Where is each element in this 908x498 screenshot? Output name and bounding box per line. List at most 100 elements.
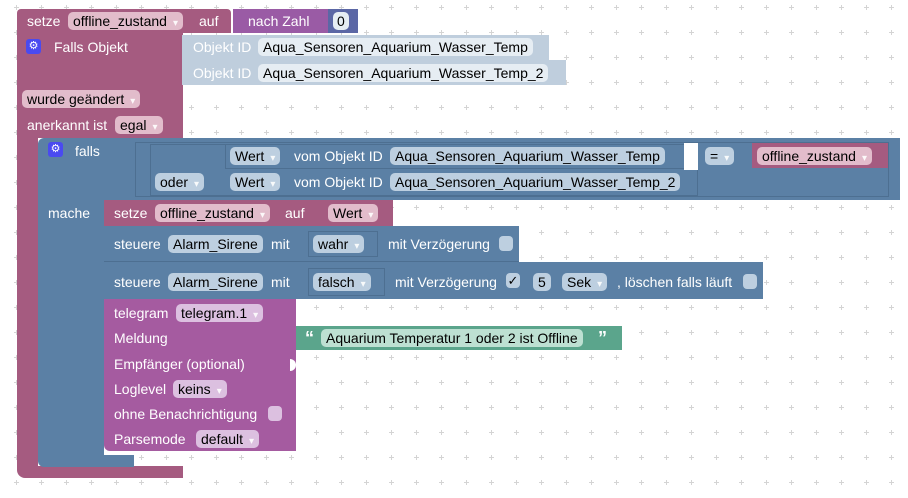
grid-dot: [589, 55, 594, 60]
grid-dot: [564, 80, 569, 85]
clear-checkbox[interactable]: [743, 274, 757, 289]
grid-dot: [314, 430, 319, 435]
grid-dot: [689, 355, 694, 360]
compare-op-dropdown[interactable]: =: [705, 147, 735, 165]
grid-dot: [539, 380, 544, 385]
bool-block-2[interactable]: [308, 268, 385, 296]
grid-dot: [689, 30, 694, 35]
number-field[interactable]: 0: [333, 12, 349, 30]
grid-dot: [564, 305, 569, 310]
grid-dot: [739, 5, 744, 10]
grid-dot: [864, 30, 869, 35]
grid-dot: [839, 30, 844, 35]
ack-label: anerkannt ist: [27, 117, 108, 133]
grid-dot: [339, 105, 344, 110]
convert-to-number-block[interactable]: [233, 9, 329, 33]
wert-dropdown-2[interactable]: Wert: [230, 173, 281, 191]
grid-dot: [764, 355, 769, 360]
grid-dot: [839, 80, 844, 85]
gear-icon[interactable]: ⚙: [48, 142, 63, 157]
or-block[interactable]: [150, 144, 698, 196]
grid-dot: [14, 80, 19, 85]
grid-dot: [589, 430, 594, 435]
inner-variable-dropdown[interactable]: offline_zustand: [155, 204, 270, 222]
grid-dot: [614, 130, 619, 135]
grid-dot: [414, 380, 419, 385]
gear-icon[interactable]: ⚙: [26, 39, 41, 54]
grid-dot: [664, 355, 669, 360]
mit-label-1: mit: [271, 236, 290, 252]
trigger-block-bottom: [17, 466, 183, 478]
grid-dot: [14, 105, 19, 110]
bool-dropdown-2[interactable]: falsch: [313, 273, 371, 291]
grid-dot: [689, 230, 694, 235]
recipient-input-socket[interactable]: [290, 359, 296, 371]
grid-dot: [789, 380, 794, 385]
grid-dot: [14, 455, 19, 460]
grid-dot: [864, 405, 869, 410]
grid-dot: [889, 80, 894, 85]
logic-op-dropdown[interactable]: oder: [155, 173, 205, 191]
grid-dot: [789, 480, 794, 485]
device-field-2[interactable]: Alarm_Sirene: [168, 273, 263, 291]
grid-dot: [389, 405, 394, 410]
object-id-field-2[interactable]: Aqua_Sensoren_Aquarium_Wasser_Temp_2: [258, 64, 549, 82]
trigger-condition-dropdown[interactable]: wurde geändert: [22, 90, 141, 108]
parsemode-dropdown[interactable]: default: [196, 430, 260, 448]
loglevel-dropdown[interactable]: keins: [173, 380, 227, 398]
message-field[interactable]: Aquarium Temperatur 1 oder 2 ist Offline: [321, 329, 583, 347]
grid-dot: [589, 30, 594, 35]
grid-dot: [589, 255, 594, 260]
grid-dot: [614, 230, 619, 235]
grid-dot: [339, 355, 344, 360]
ack-dropdown[interactable]: egal: [115, 116, 163, 134]
grid-dot: [14, 155, 19, 160]
grid-dot: [389, 455, 394, 460]
grid-dot: [714, 455, 719, 460]
grid-dot: [789, 455, 794, 460]
delay-checkbox-1[interactable]: [499, 236, 513, 251]
compare-variable-dropdown[interactable]: offline_zustand: [757, 147, 872, 165]
object-id-field-1[interactable]: Aqua_Sensoren_Aquarium_Wasser_Temp: [258, 38, 533, 56]
compare-block[interactable]: [135, 142, 889, 197]
grid-dot: [864, 80, 869, 85]
wert-dropdown-1[interactable]: Wert: [230, 147, 281, 165]
grid-dot: [564, 230, 569, 235]
variable-dropdown[interactable]: offline_zustand: [68, 12, 183, 30]
grid-dot: [689, 405, 694, 410]
grid-dot: [864, 480, 869, 485]
silent-checkbox[interactable]: [268, 406, 282, 421]
grid-dot: [639, 105, 644, 110]
grid-dot: [889, 230, 894, 235]
grid-dot: [389, 355, 394, 360]
grid-dot: [764, 130, 769, 135]
delay-checkbox-2[interactable]: ✓: [506, 273, 520, 288]
grid-dot: [639, 255, 644, 260]
grid-dot: [14, 280, 19, 285]
inner-value-dropdown[interactable]: Wert: [328, 204, 379, 222]
condition-object-field-1[interactable]: Aqua_Sensoren_Aquarium_Wasser_Temp: [390, 147, 665, 165]
delay-amount-field[interactable]: 5: [533, 273, 551, 291]
grid-dot: [789, 30, 794, 35]
get-value-block-1[interactable]: [225, 144, 685, 169]
grid-dot: [864, 55, 869, 60]
delay-unit-dropdown[interactable]: Sek: [562, 273, 608, 291]
grid-dot: [389, 5, 394, 10]
grid-dot: [289, 480, 294, 485]
bool-dropdown-1[interactable]: wahr: [313, 235, 365, 253]
condition-object-field-2[interactable]: Aqua_Sensoren_Aquarium_Wasser_Temp_2: [390, 173, 681, 191]
grid-dot: [839, 130, 844, 135]
telegram-block[interactable]: [104, 299, 296, 451]
device-field-1[interactable]: Alarm_Sirene: [168, 235, 263, 253]
grid-dot: [739, 405, 744, 410]
grid-dot: [489, 480, 494, 485]
mit-label-2: mit: [271, 274, 290, 290]
grid-dot: [289, 5, 294, 10]
grid-dot: [814, 455, 819, 460]
bool-block-1[interactable]: [308, 231, 378, 257]
grid-dot: [614, 430, 619, 435]
telegram-instance-dropdown[interactable]: telegram.1: [176, 304, 264, 322]
grid-dot: [889, 405, 894, 410]
grid-dot: [764, 55, 769, 60]
grid-dot: [364, 480, 369, 485]
